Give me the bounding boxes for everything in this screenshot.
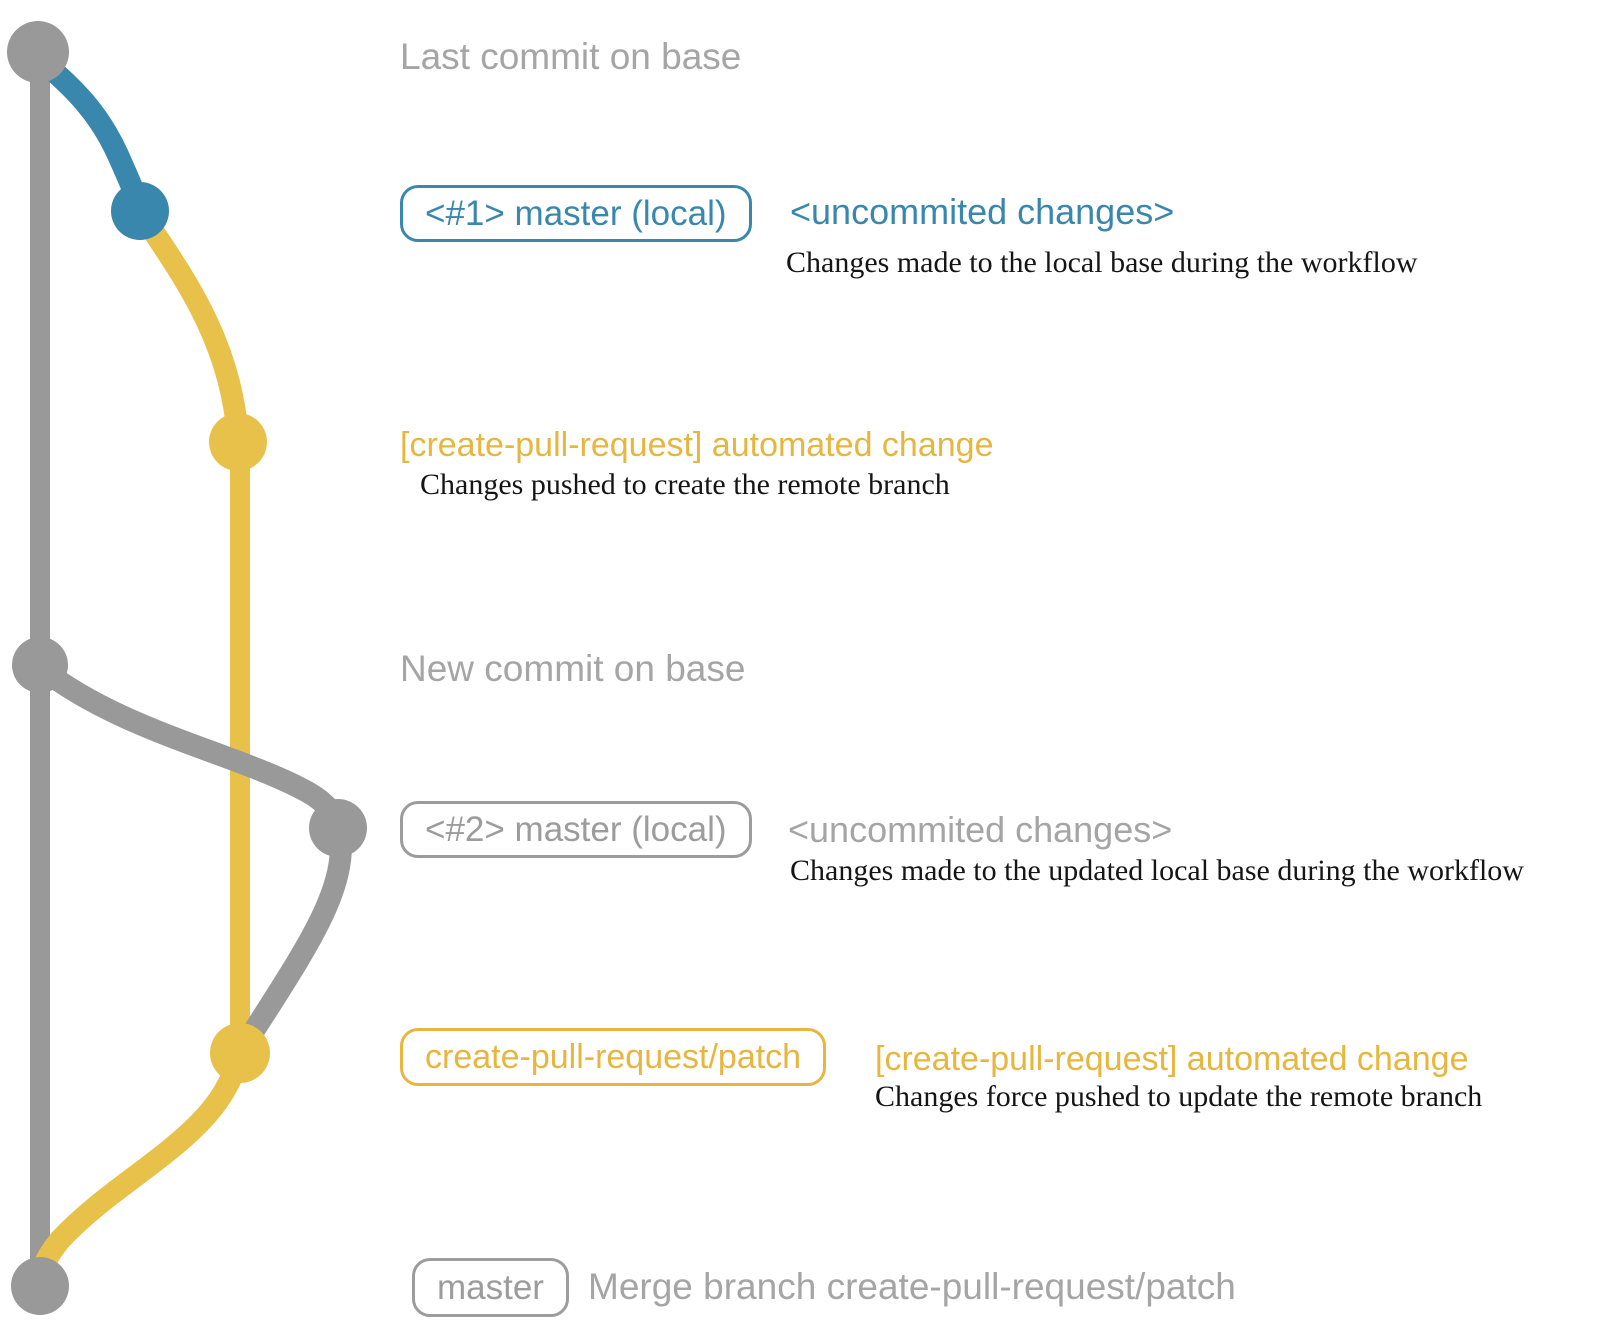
commit-dot-last-base bbox=[7, 21, 69, 83]
commit-dot-new-base bbox=[12, 637, 68, 693]
local-commit-1-badge: <#1> master (local) bbox=[400, 185, 752, 242]
new-commit-label: New commit on base bbox=[400, 648, 746, 689]
merge-commit-badge: master bbox=[412, 1258, 569, 1317]
local-commit-2-note: Changes made to the updated local base d… bbox=[790, 854, 1524, 887]
local-commit-2-badge: <#2> master (local) bbox=[400, 801, 752, 858]
remote-push-2-badge: create-pull-request/patch bbox=[400, 1028, 827, 1086]
commit-dot-remote-1 bbox=[209, 413, 267, 471]
last-commit-label: Last commit on base bbox=[400, 36, 742, 77]
remote-branch-curve-1 bbox=[130, 202, 249, 451]
local-commit-2-message: <uncommited changes> bbox=[788, 809, 1173, 850]
remote-push-2-note: Changes force pushed to update the remot… bbox=[875, 1080, 1483, 1113]
commit-dot-remote-2 bbox=[210, 1023, 270, 1083]
merge-commit-message: Merge branch create-pull-request/patch bbox=[588, 1266, 1236, 1307]
commit-dot-local-1 bbox=[111, 182, 169, 240]
commit-dot-local-2 bbox=[309, 799, 367, 857]
remote-push-1-note: Changes pushed to create the remote bran… bbox=[420, 468, 950, 501]
remote-push-2-message: [create-pull-request] automated change bbox=[875, 1040, 1469, 1078]
remote-push-1-message: [create-pull-request] automated change bbox=[400, 426, 994, 464]
commit-dot-merge bbox=[11, 1257, 69, 1315]
local-to-remote-curve bbox=[237, 821, 352, 1051]
merge-curve bbox=[30, 1049, 248, 1293]
local-commit-1-message: <uncommited changes> bbox=[790, 191, 1175, 232]
local-commit-1-note: Changes made to the local base during th… bbox=[786, 246, 1418, 279]
local-branch-curve-2 bbox=[30, 657, 350, 837]
